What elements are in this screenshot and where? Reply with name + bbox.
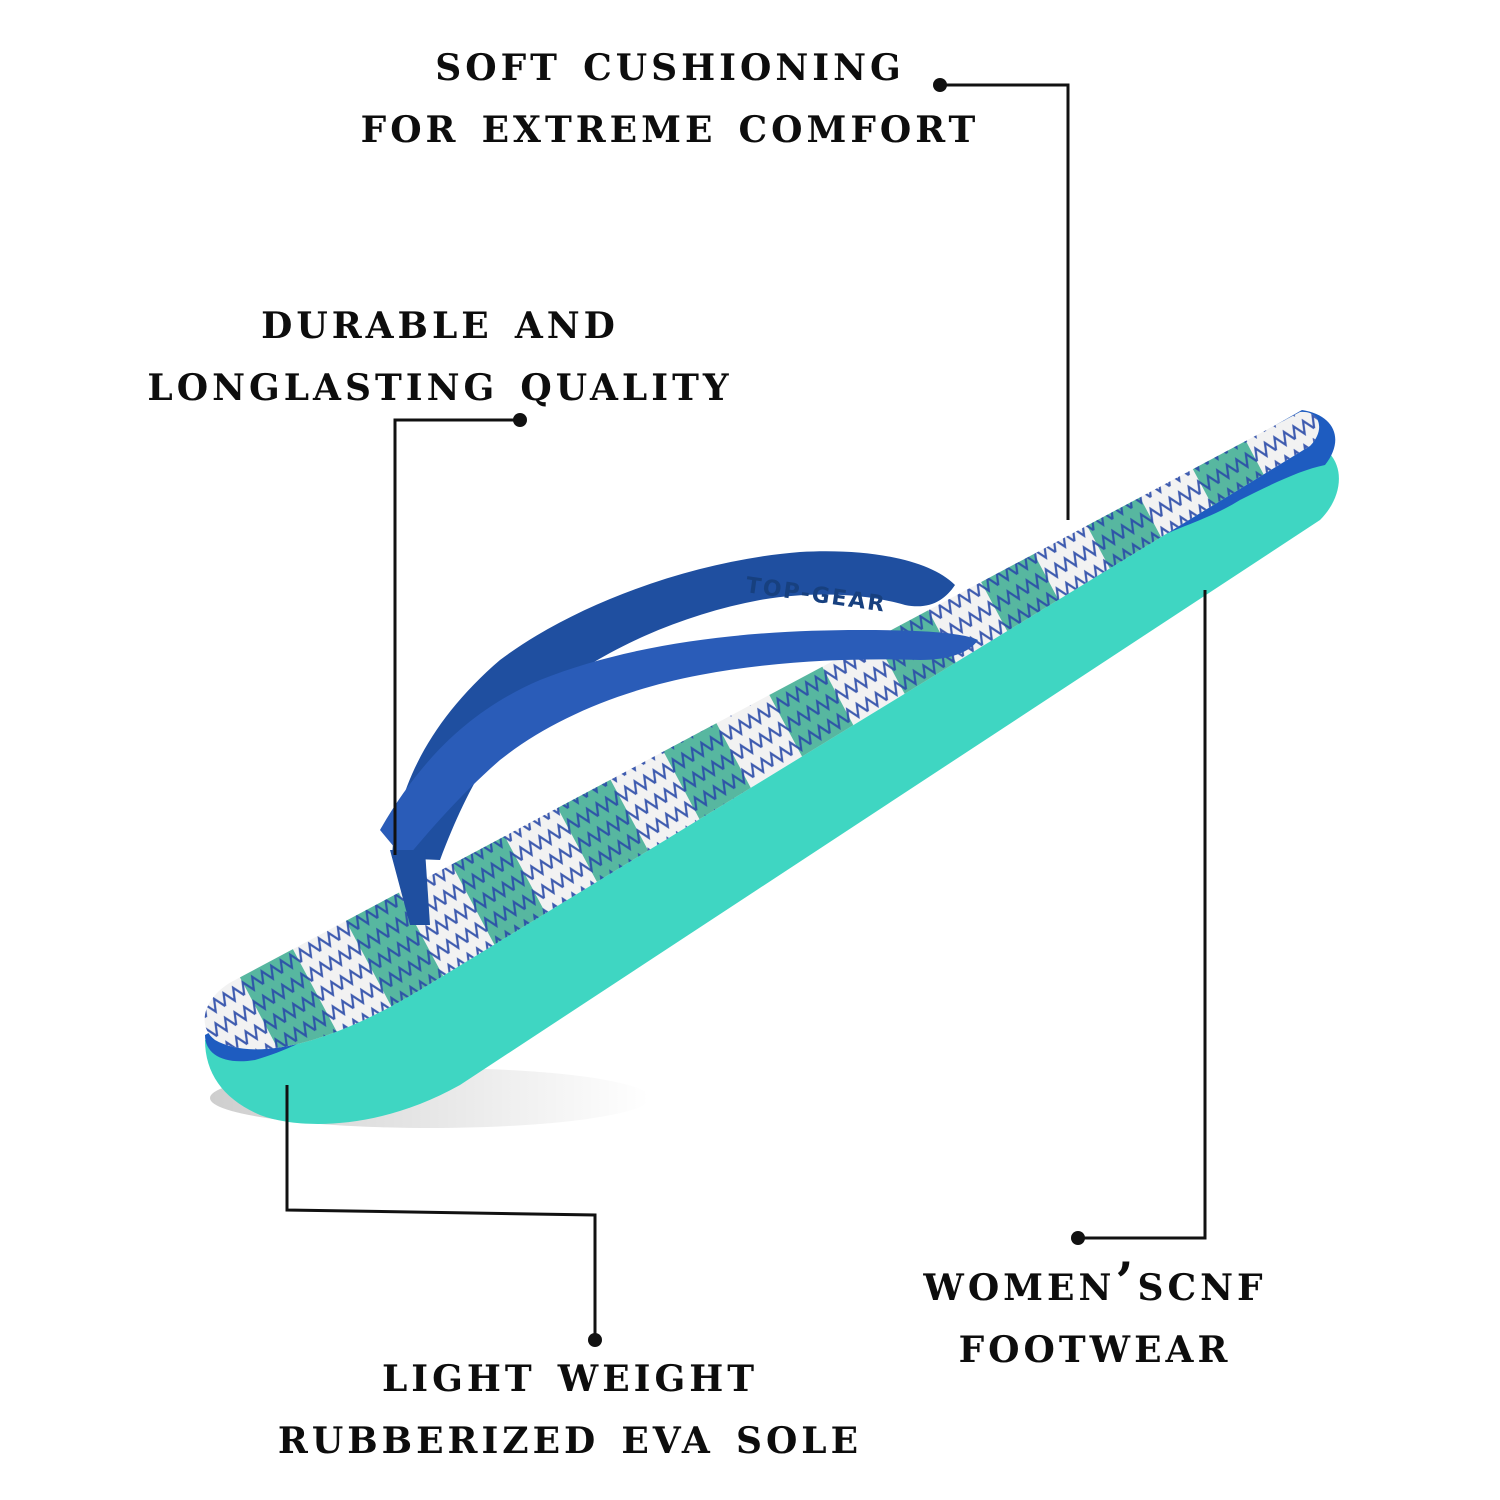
callout-soft-cushioning: Soft cushioning for extreme comfort — [330, 32, 1010, 156]
leader-line-durable — [393, 418, 520, 855]
callout-women-line1: Women’scnf — [923, 1252, 1267, 1313]
leader-dot-women-icon — [1071, 1231, 1085, 1245]
outsole — [205, 440, 1339, 1124]
callout-light-line1: Light weight — [381, 1343, 759, 1404]
leader-dot-light-icon — [588, 1333, 602, 1347]
leader-line-light — [285, 1085, 597, 1340]
callout-women-line2: Footwear — [958, 1314, 1232, 1375]
callout-light-line2: Rubberized eva sole — [277, 1405, 863, 1466]
leader-lines — [285, 83, 1207, 1340]
callout-durable-line1: Durable and — [261, 290, 619, 351]
callout-light-weight: Light weight Rubberized eva sole — [240, 1343, 900, 1467]
strap-inner — [380, 630, 978, 860]
leader-dot-durable-icon — [513, 413, 527, 427]
leader-line-soft — [940, 83, 1070, 520]
toe-post — [390, 850, 430, 925]
callout-soft-line1: Soft cushioning — [435, 32, 905, 93]
callout-soft-line2: for extreme comfort — [360, 94, 980, 155]
footbed-stripes — [204, 411, 1320, 1050]
leader-dot-soft-icon — [933, 78, 947, 92]
callout-durable: Durable and Longlasting Quality — [100, 290, 780, 414]
leader-line-women — [1078, 590, 1207, 1240]
callout-womens-footwear: Women’scnf Footwear — [880, 1252, 1310, 1376]
callout-durable-line2: Longlasting Quality — [147, 352, 733, 413]
